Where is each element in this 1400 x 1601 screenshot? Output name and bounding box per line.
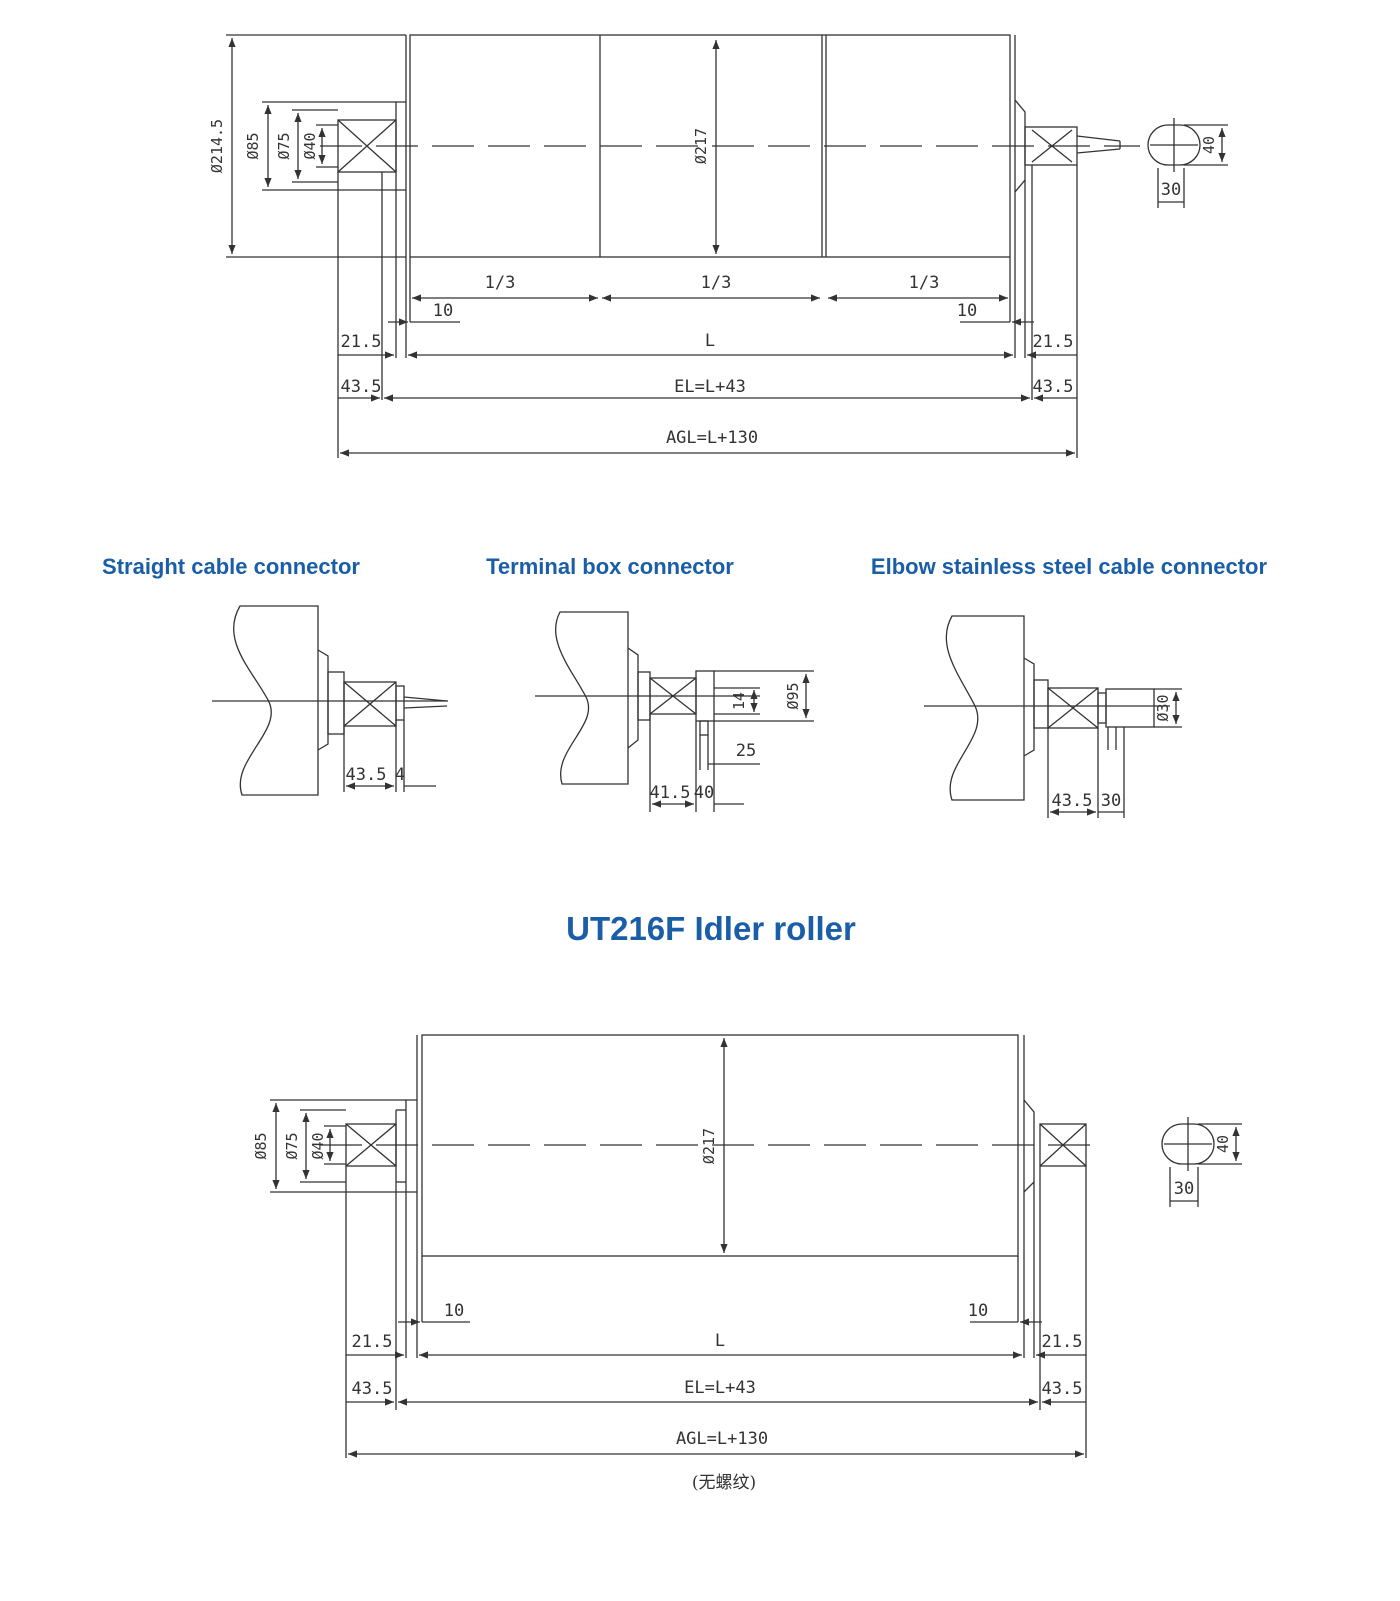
top-roller-drawing — [226, 34, 1228, 458]
straight-dim-4: 4 — [395, 765, 405, 785]
terminal-connector-drawing — [535, 611, 814, 812]
top-dimension-labels: Ø214.5 Ø85 Ø75 Ø40 Ø217 1/3 1/3 1/3 10 1… — [208, 119, 1218, 448]
top-shaft-end-view — [1147, 124, 1201, 166]
bottom-dim-dia-75: Ø75 — [283, 1132, 301, 1159]
straight-dim-43-5: 43.5 — [346, 765, 387, 785]
terminal-dim-14: 14 — [730, 692, 748, 710]
bottom-dim-L: L — [715, 1331, 725, 1351]
top-dim-43-5-left: 43.5 — [341, 377, 382, 397]
terminal-dim-95: Ø95 — [784, 682, 802, 709]
elbow-dim-30-vertical: Ø30 — [1154, 694, 1172, 721]
bottom-dim-dia-85: Ø85 — [252, 1132, 270, 1159]
elbow-dim-43-5: 43.5 — [1052, 791, 1093, 811]
top-dim-outer-dia: Ø214.5 — [208, 119, 226, 173]
bottom-dim-AGL: AGL=L+130 — [676, 1429, 768, 1449]
top-dim-43-5-right: 43.5 — [1033, 377, 1074, 397]
top-dim-dia-75: Ø75 — [275, 132, 293, 159]
bottom-dim-dia-40: Ø40 — [309, 1132, 327, 1159]
top-dim-third-2: 1/3 — [701, 273, 732, 293]
top-dim-21-5-right: 21.5 — [1033, 332, 1074, 352]
bottom-dim-10-right: 10 — [968, 1301, 988, 1321]
elbow-connector-drawing — [924, 615, 1182, 818]
top-dim-EL: EL=L+43 — [674, 377, 746, 397]
top-dim-10-right: 10 — [957, 301, 977, 321]
bottom-dim-21-5-left: 21.5 — [352, 1332, 393, 1352]
top-dim-L: L — [705, 331, 715, 351]
bottom-dim-10-left: 10 — [444, 1301, 464, 1321]
bottom-dim-43-5-right: 43.5 — [1042, 1379, 1083, 1399]
bottom-dim-21-5-right: 21.5 — [1042, 1332, 1083, 1352]
terminal-dim-25: 25 — [736, 741, 756, 761]
bottom-dim-shaft-30: 30 — [1174, 1179, 1194, 1199]
terminal-dim-41-5: 41.5 — [650, 783, 691, 803]
top-dim-AGL: AGL=L+130 — [666, 428, 758, 448]
idler-roller-title: UT216F Idler roller — [566, 910, 856, 947]
bottom-dim-EL: EL=L+43 — [684, 1378, 756, 1398]
terminal-dim-40: 40 — [694, 783, 714, 803]
top-dim-third-3: 1/3 — [909, 273, 940, 293]
straight-connector-drawing — [212, 605, 448, 796]
top-dim-10-left: 10 — [433, 301, 453, 321]
top-dim-dia-85: Ø85 — [244, 132, 262, 159]
top-dim-shell-dia: Ø217 — [692, 128, 710, 164]
straight-cable-connector-title: Straight cable connector — [102, 554, 360, 579]
bottom-dim-shell-dia: Ø217 — [700, 1128, 718, 1164]
top-dim-shaft-40: 40 — [1200, 136, 1218, 154]
top-dim-shaft-30: 30 — [1161, 180, 1181, 200]
bottom-note-unthreaded: (无螺纹) — [692, 1473, 756, 1493]
bottom-dim-shaft-40: 40 — [1214, 1135, 1232, 1153]
top-dim-dia-40: Ø40 — [301, 132, 319, 159]
elbow-cable-connector-title: Elbow stainless steel cable connector — [871, 554, 1268, 579]
bottom-roller-drawing — [270, 1034, 1242, 1458]
bottom-dim-43-5-left: 43.5 — [352, 1379, 393, 1399]
top-dim-21-5-left: 21.5 — [341, 332, 382, 352]
top-dim-third-1: 1/3 — [485, 273, 516, 293]
terminal-box-connector-title: Terminal box connector — [486, 554, 734, 579]
bottom-dimension-labels: Ø85 Ø75 Ø40 Ø217 10 10 21.5 21.5 L 43.5 … — [252, 1128, 1232, 1493]
elbow-dim-30: 30 — [1101, 791, 1121, 811]
bottom-shaft-end-view — [1161, 1123, 1215, 1165]
